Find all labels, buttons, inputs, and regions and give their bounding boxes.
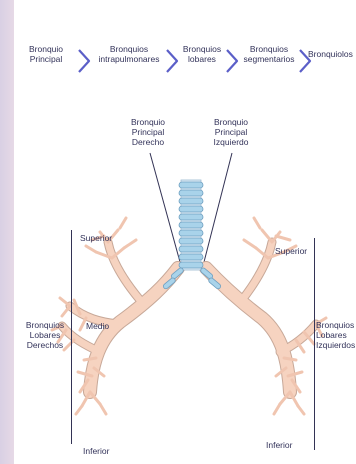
left-lobar-bronchi-label: Bronquios Lobares Izquierdos	[316, 320, 356, 350]
medio-label: Medio	[86, 321, 109, 331]
right-pointer-line	[150, 153, 180, 262]
left-pointer-line	[204, 153, 232, 262]
right-lobar-bronchi-label: Bronquios Lobares Derechos	[20, 320, 70, 350]
left-lobes-bracket	[314, 238, 315, 450]
inferior-right-label: Inferior	[83, 446, 109, 456]
inferior-left-label: Inferior	[266, 440, 292, 450]
right-lobes-bracket	[71, 230, 72, 444]
superior-left-label: Superior	[275, 246, 307, 256]
superior-right-label: Superior	[80, 233, 112, 243]
